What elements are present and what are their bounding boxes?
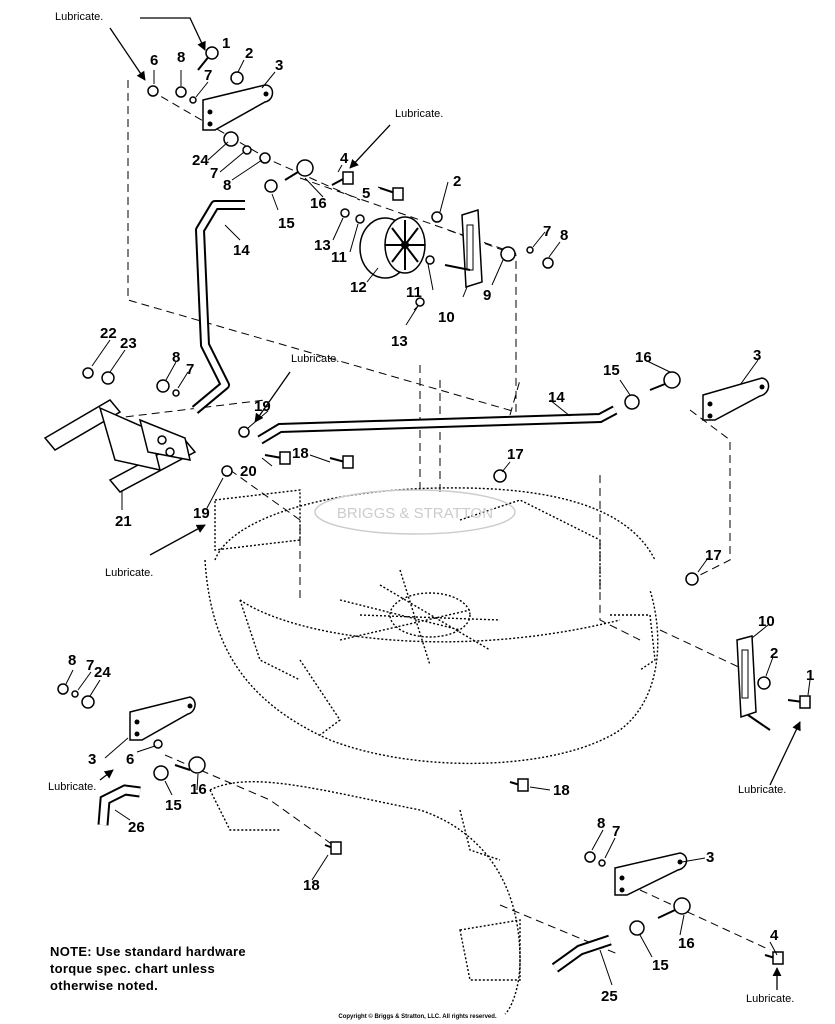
callout-7: 7 bbox=[186, 361, 194, 378]
callout-8: 8 bbox=[177, 49, 185, 66]
callout-7: 7 bbox=[86, 657, 94, 674]
callout-2: 2 bbox=[453, 173, 461, 190]
lubricate-label: Lubricate. bbox=[738, 784, 786, 796]
callout-6: 6 bbox=[126, 751, 134, 768]
callout-16: 16 bbox=[678, 935, 695, 952]
callout-7: 7 bbox=[612, 823, 620, 840]
callout-15: 15 bbox=[278, 215, 295, 232]
callout-4: 4 bbox=[340, 150, 349, 167]
mower-deck-housing bbox=[204, 487, 659, 1015]
callout-18: 18 bbox=[553, 782, 570, 799]
callout-19: 19 bbox=[254, 398, 271, 415]
callout-11: 11 bbox=[406, 284, 422, 301]
callout-8: 8 bbox=[597, 815, 605, 832]
lubricate-labels: Lubricate. Lubricate. Lubricate. Lubrica… bbox=[48, 11, 794, 1005]
lubricate-label: Lubricate. bbox=[395, 108, 443, 120]
callout-8: 8 bbox=[172, 349, 180, 366]
bolts bbox=[174, 46, 811, 965]
callout-3: 3 bbox=[275, 57, 283, 74]
callout-7: 7 bbox=[210, 165, 218, 182]
callout-5: 5 bbox=[362, 185, 370, 202]
callout-8: 8 bbox=[223, 177, 231, 194]
callout-20: 20 bbox=[240, 463, 257, 480]
callout-10: 10 bbox=[438, 309, 455, 326]
callout-2: 2 bbox=[245, 45, 253, 62]
callout-16: 16 bbox=[635, 349, 652, 366]
lubricate-label: Lubricate. bbox=[105, 567, 153, 579]
callout-labels: 1 2 3 6 8 7 24 7 8 16 4 5 15 14 13 11 12… bbox=[68, 35, 814, 1005]
callout-15: 15 bbox=[603, 362, 620, 379]
hardware bbox=[43, 46, 811, 965]
copyright: Copyright © Briggs & Stratton, LLC. All … bbox=[338, 1014, 497, 1020]
callout-2: 2 bbox=[770, 645, 778, 662]
note-line-2: torque spec. chart unless bbox=[50, 961, 215, 976]
callout-6: 6 bbox=[150, 52, 158, 69]
assembly-lines bbox=[99, 80, 771, 956]
callout-3: 3 bbox=[88, 751, 96, 768]
lubricate-label: Lubricate. bbox=[291, 353, 339, 365]
callout-1: 1 bbox=[806, 667, 814, 684]
callout-24: 24 bbox=[94, 664, 111, 681]
callout-11: 11 bbox=[331, 249, 347, 266]
callout-25: 25 bbox=[601, 988, 618, 1005]
callout-14: 14 bbox=[233, 242, 250, 259]
callout-13: 13 bbox=[391, 333, 408, 350]
callout-3: 3 bbox=[753, 347, 761, 364]
callout-15: 15 bbox=[652, 957, 669, 974]
callout-3: 3 bbox=[706, 849, 714, 866]
callout-18: 18 bbox=[292, 445, 309, 462]
callout-23: 23 bbox=[120, 335, 137, 352]
callout-13: 13 bbox=[314, 237, 331, 254]
callout-8: 8 bbox=[68, 652, 76, 669]
note-line-3: otherwise noted. bbox=[50, 978, 159, 993]
callout-7: 7 bbox=[204, 67, 212, 84]
nuts-washers bbox=[57, 71, 771, 936]
callout-19: 19 bbox=[193, 505, 210, 522]
note-line-1: NOTE: Use standard hardware bbox=[50, 944, 246, 959]
lubricate-label: Lubricate. bbox=[55, 11, 103, 23]
callout-21: 21 bbox=[115, 513, 132, 530]
watermark-text: BRIGGS & STRATTON bbox=[337, 505, 493, 522]
lubricate-label: Lubricate. bbox=[48, 781, 96, 793]
callout-7: 7 bbox=[543, 223, 551, 240]
callout-22: 22 bbox=[100, 325, 117, 342]
callout-leaders bbox=[65, 59, 811, 986]
callout-14: 14 bbox=[548, 389, 565, 406]
callout-24: 24 bbox=[192, 152, 209, 169]
callout-17: 17 bbox=[705, 547, 722, 564]
callout-16: 16 bbox=[310, 195, 327, 212]
callout-26: 26 bbox=[128, 819, 145, 836]
leader-arrows bbox=[99, 17, 801, 990]
callout-8: 8 bbox=[560, 227, 568, 244]
lubricate-label: Lubricate. bbox=[746, 993, 794, 1005]
watermark: BRIGGS & STRATTON bbox=[314, 489, 516, 535]
callout-17: 17 bbox=[507, 446, 524, 463]
callout-12: 12 bbox=[350, 279, 367, 296]
rods bbox=[97, 200, 618, 973]
callout-10: 10 bbox=[758, 613, 775, 630]
callout-1: 1 bbox=[222, 35, 230, 52]
callout-18: 18 bbox=[303, 877, 320, 894]
callout-15: 15 bbox=[165, 797, 182, 814]
callout-4: 4 bbox=[770, 927, 779, 944]
torque-note: NOTE: Use standard hardware torque spec.… bbox=[50, 943, 330, 994]
callout-16: 16 bbox=[190, 781, 207, 798]
callout-9: 9 bbox=[483, 287, 491, 304]
